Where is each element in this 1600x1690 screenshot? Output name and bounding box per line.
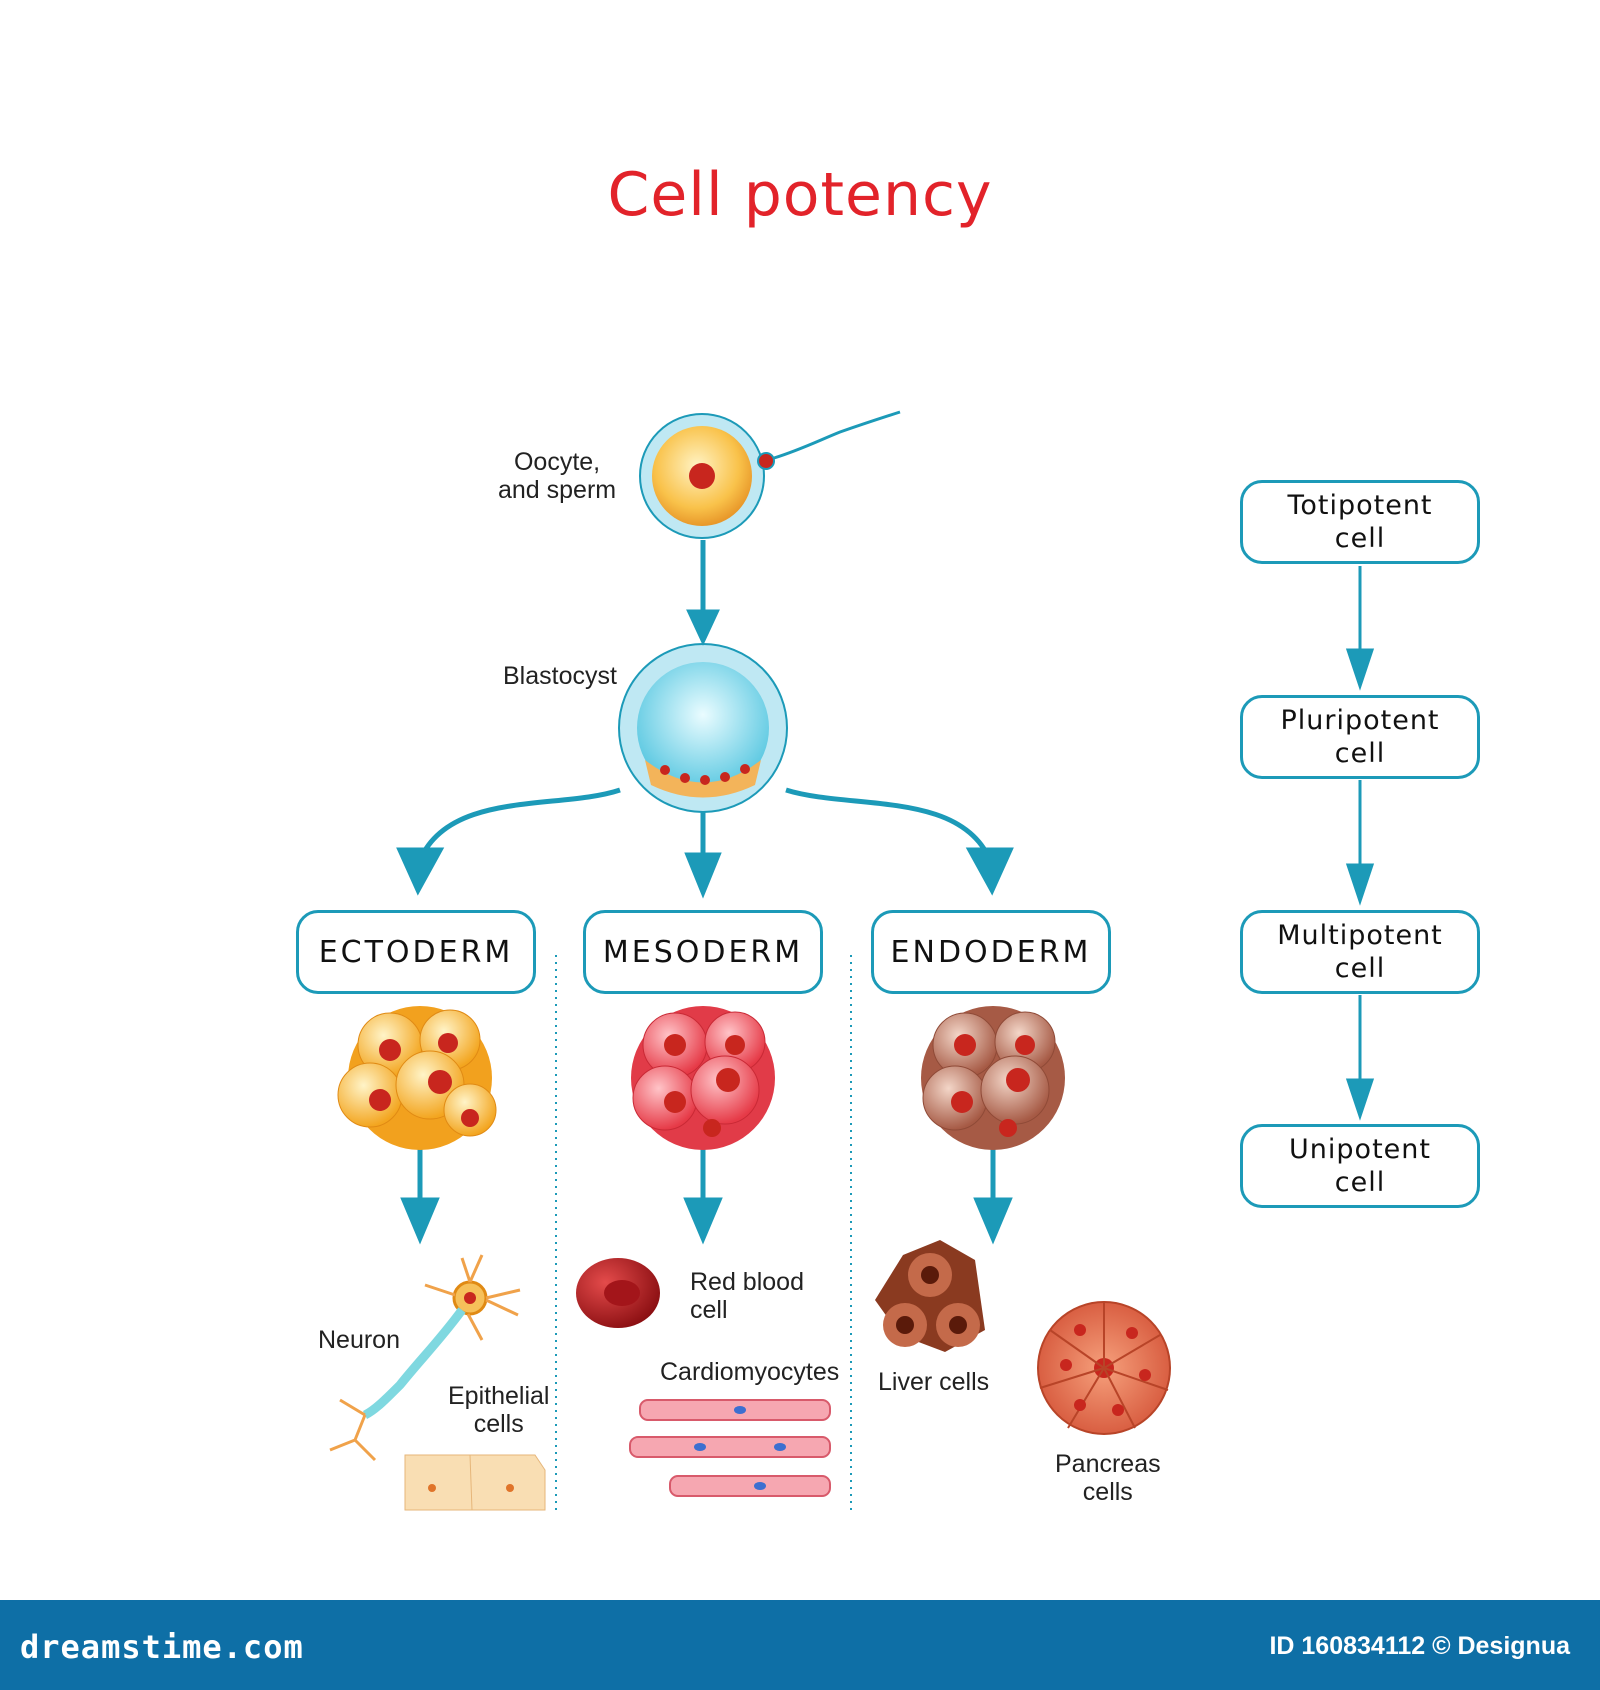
mesoderm-cluster bbox=[631, 1006, 775, 1150]
multipotent-box: Multipotent cell bbox=[1240, 910, 1480, 994]
potency-arrows bbox=[1345, 566, 1375, 1121]
red-blood-cell-illustration bbox=[576, 1258, 660, 1328]
liver-cells-label: Liver cells bbox=[878, 1368, 990, 1396]
blastocyst-label: Blastocyst bbox=[503, 662, 617, 690]
ectoderm-cluster bbox=[337, 1006, 497, 1150]
red-blood-cell-label: Red blood cell bbox=[690, 1268, 804, 1324]
footer-logo: dreamstime.com bbox=[20, 1628, 304, 1666]
footer-image-id: ID 160834112 © Designua bbox=[1269, 1632, 1570, 1660]
totipotent-box: Totipotent cell bbox=[1240, 480, 1480, 564]
unipotent-box: Unipotent cell bbox=[1240, 1124, 1480, 1208]
pluripotent-box: Pluripotent cell bbox=[1240, 695, 1480, 779]
endoderm-cluster bbox=[921, 1006, 1065, 1150]
oocyte-illustration bbox=[639, 410, 901, 539]
page-title: Cell potency bbox=[607, 160, 993, 230]
endoderm-box: ENDODERM bbox=[871, 910, 1111, 994]
liver-cells-illustration bbox=[875, 1240, 985, 1352]
pancreas-cells-illustration bbox=[1037, 1301, 1171, 1435]
cardiomyocytes-label: Cardiomyocytes bbox=[660, 1358, 840, 1386]
neuron-label: Neuron bbox=[318, 1326, 400, 1354]
flow-arrows bbox=[396, 540, 1014, 1245]
neuron-illustration bbox=[329, 1254, 521, 1462]
oocyte-label: Oocyte, and sperm bbox=[498, 448, 617, 504]
pancreas-cells-label: Pancreas cells bbox=[1055, 1450, 1161, 1506]
epithelial-illustration bbox=[404, 1454, 546, 1511]
blastocyst-illustration bbox=[618, 643, 788, 813]
ectoderm-box: ECTODERM bbox=[296, 910, 536, 994]
cardiomyocytes-illustration bbox=[629, 1399, 831, 1497]
mesoderm-box: MESODERM bbox=[583, 910, 823, 994]
footer-bar: dreamstime.com ID 160834112 © Designua bbox=[0, 1600, 1600, 1690]
epithelial-label: Epithelial cells bbox=[448, 1382, 550, 1438]
